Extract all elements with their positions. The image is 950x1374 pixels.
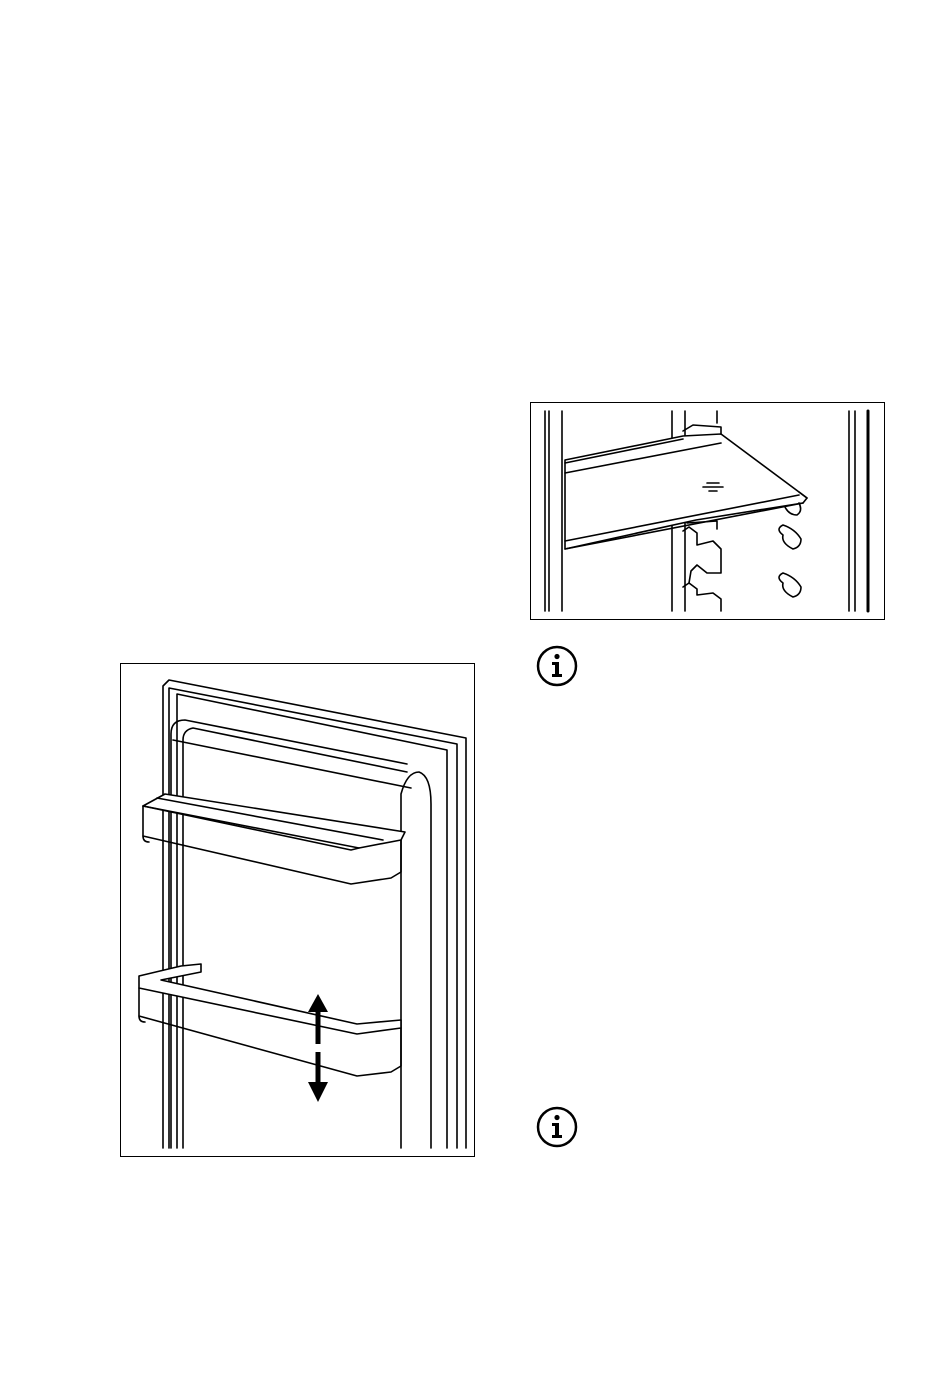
glass-shelf-illustration bbox=[530, 402, 885, 620]
door-balcony-illustration bbox=[120, 663, 475, 1157]
info-icon bbox=[535, 1105, 579, 1149]
info-icon bbox=[535, 644, 579, 688]
